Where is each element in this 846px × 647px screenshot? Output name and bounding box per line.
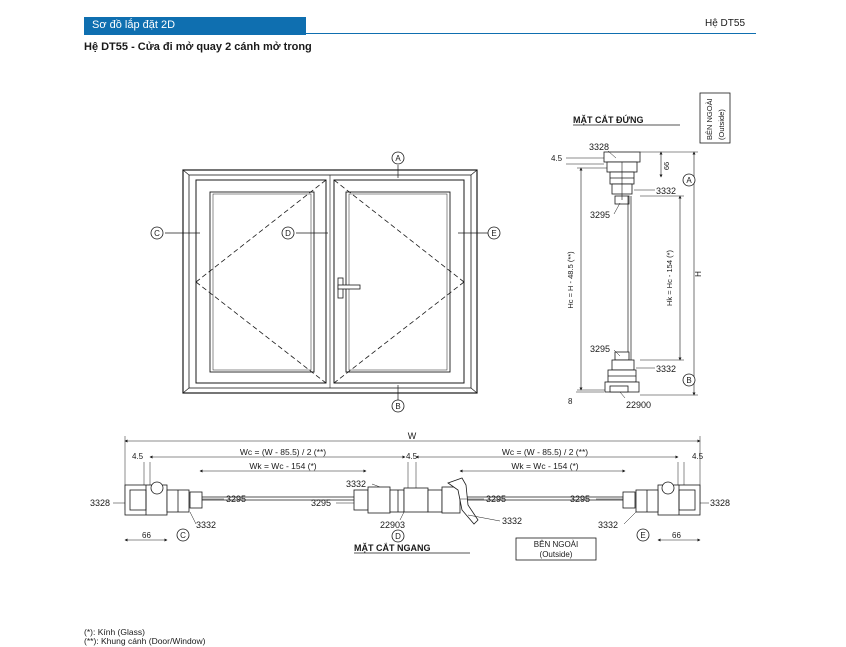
swing-lines <box>195 179 465 384</box>
horizontal-left-jamb <box>124 481 203 516</box>
vertical-marker-a-circle <box>682 173 696 187</box>
label-3332-left: 3332 <box>196 520 216 530</box>
dim-w: W <box>408 431 417 441</box>
right-glass <box>345 191 451 373</box>
horizontal-right-jamb <box>622 481 701 516</box>
horizontal-marker-e-circle <box>636 528 650 542</box>
marker-c-circle <box>150 226 164 240</box>
dim-wc-right: Wc = (W - 85.5) / 2 (**) <box>502 447 588 457</box>
dim-hc: Hc = H - 48.5 (**) <box>566 251 575 309</box>
label-3332-center: 3332 <box>346 479 366 489</box>
dim-66-vertical: 66 <box>662 162 671 170</box>
system-code: Hệ DT55 <box>705 18 746 29</box>
dim-wk-right: Wk = Wc - 154 (*) <box>511 461 578 471</box>
dim-wk-left: Wk = Wc - 154 (*) <box>249 461 316 471</box>
section-header-bar <box>84 17 306 35</box>
page-title: Hệ DT55 - Cửa đi mở quay 2 cánh mở trong <box>84 41 312 53</box>
dim-8-vertical: 8 <box>568 397 573 406</box>
horizontal-outside-label-en: (Outside) <box>540 550 573 559</box>
vertical-marker-b: B <box>686 376 691 385</box>
marker-b: B <box>395 402 400 411</box>
label-3295-vertical-bottom: 3295 <box>590 344 610 354</box>
marker-a-circle <box>391 151 405 165</box>
elevation-markers: A B C D E <box>150 151 501 413</box>
label-22900: 22900 <box>626 400 651 410</box>
door-handle <box>337 277 361 299</box>
horizontal-center-mullion <box>353 477 479 525</box>
label-3328-vertical: 3328 <box>589 142 609 152</box>
dim-66-left: 66 <box>142 531 151 540</box>
label-3332-right: 3332 <box>598 520 618 530</box>
left-sash <box>195 179 327 384</box>
left-glass <box>209 191 315 373</box>
vertical-marker-b-circle <box>682 373 696 387</box>
marker-d: D <box>285 229 291 238</box>
vertical-section: MẶT CẮT ĐỨNG BÊN NGOÀI (Outside) H Hc = … <box>551 92 731 410</box>
dim-4-5-left: 4.5 <box>132 452 144 461</box>
horizontal-marker-e: E <box>640 531 645 540</box>
marker-d-circle <box>281 226 295 240</box>
dim-h: H <box>694 271 703 277</box>
horizontal-outside-box <box>515 537 597 561</box>
label-3328-left: 3328 <box>90 498 110 508</box>
marker-e-circle <box>487 226 501 240</box>
dim-4-5-center: 4.5 <box>406 452 418 461</box>
footnote-frame: (**): Khung cánh (Door/Window) <box>84 636 206 646</box>
outer-frame <box>182 169 478 394</box>
horizontal-section: W Wc = (W - 85.5) / 2 (**) Wc = (W - 85.… <box>90 431 730 561</box>
horizontal-outside-label: BÊN NGOÀI <box>534 540 578 549</box>
dim-hk: Hk = Hc - 154 (*) <box>665 249 674 306</box>
label-3295-right: 3295 <box>570 494 590 504</box>
dim-66-right: 66 <box>672 531 681 540</box>
vertical-outside-label: BÊN NGOÀI <box>705 98 714 140</box>
footnote-glass: (*): Kính (Glass) <box>84 627 145 637</box>
horizontal-marker-d-circle <box>391 529 405 543</box>
vertical-section-title: MẶT CẮT ĐỨNG <box>573 114 643 125</box>
horizontal-marker-c: C <box>180 531 186 540</box>
label-3295-center-left: 3295 <box>311 498 331 508</box>
dim-wc-left: Wc = (W - 85.5) / 2 (**) <box>240 447 326 457</box>
dim-4-5-right: 4.5 <box>692 452 704 461</box>
vertical-outside-label-en: (Outside) <box>717 109 726 140</box>
label-3295-center-right: 3295 <box>486 494 506 504</box>
vertical-top-profile <box>603 151 641 205</box>
label-3328-right: 3328 <box>710 498 730 508</box>
front-elevation <box>165 165 488 400</box>
label-3295-left: 3295 <box>226 494 246 504</box>
horizontal-section-title: MẶT CẮT NGANG <box>354 543 431 553</box>
vertical-marker-a: A <box>686 176 692 185</box>
label-3332-center-lower: 3332 <box>502 516 522 526</box>
right-sash <box>333 179 465 384</box>
vertical-bottom-profile <box>604 351 640 393</box>
header-rule <box>306 33 756 34</box>
marker-a: A <box>395 154 401 163</box>
dim-4-5-vertical: 4.5 <box>551 154 563 163</box>
marker-e: E <box>491 229 496 238</box>
marker-b-circle <box>391 399 405 413</box>
horizontal-marker-c-circle <box>176 528 190 542</box>
label-22903: 22903 <box>380 520 405 530</box>
section-title: Sơ đồ lắp đặt 2D <box>92 19 176 31</box>
label-3332-vertical-bottom: 3332 <box>656 364 676 374</box>
vertical-outside-box <box>699 92 731 144</box>
label-3332-vertical-top: 3332 <box>656 186 676 196</box>
label-3295-vertical-top: 3295 <box>590 210 610 220</box>
horizontal-marker-d: D <box>395 532 401 541</box>
marker-c: C <box>154 229 160 238</box>
